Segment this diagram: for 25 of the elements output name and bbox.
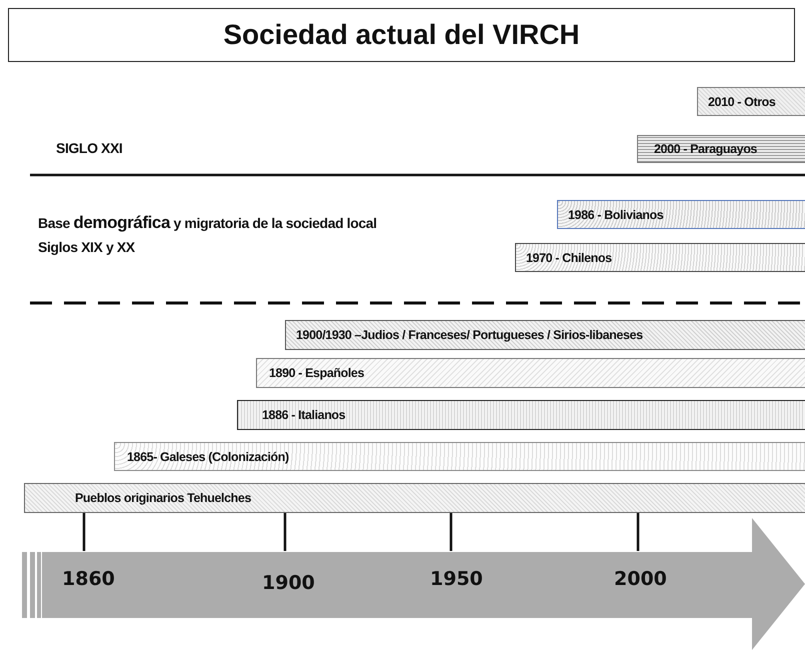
- year-label: 1860: [62, 568, 115, 590]
- bar-label: Pueblos originarios Tehuelches: [75, 491, 252, 505]
- title: Sociedad actual del VIRCH: [8, 8, 795, 62]
- heading-text: SIGLO XXI: [56, 140, 122, 156]
- timeline-bar: [285, 320, 805, 350]
- year-label: 1900: [262, 572, 315, 594]
- timeline-bar: [256, 358, 805, 388]
- timeline-bar: [697, 87, 805, 116]
- bar-label: 1886 - Italianos: [262, 408, 346, 422]
- year-label: 2000: [614, 568, 667, 590]
- bar-label: 1900/1930 –Judios / Franceses/ Portugueses / Sirios-libaneses: [296, 328, 643, 342]
- bar-label: 1865- Galeses (Colonización): [127, 450, 289, 464]
- description-text: Siglos XIX y XX: [38, 239, 135, 255]
- bar-label: 2010 - Otros: [708, 94, 776, 108]
- bar-label: 1970 - Chilenos: [526, 250, 612, 264]
- timeline-bar: [237, 400, 805, 430]
- timeline-bar: [515, 243, 805, 272]
- timeline-bar: [24, 483, 805, 513]
- year-label: 1950: [430, 568, 483, 590]
- description-text: Base demográfica y migratoria de la sociedad local: [38, 213, 377, 233]
- bar-label: 1986 - Bolivianos: [568, 208, 664, 222]
- timeline-bar: [557, 200, 805, 229]
- bar-label: 1890 - Españoles: [269, 366, 364, 380]
- timeline-bar: [114, 442, 805, 471]
- timeline-bar: [637, 135, 805, 163]
